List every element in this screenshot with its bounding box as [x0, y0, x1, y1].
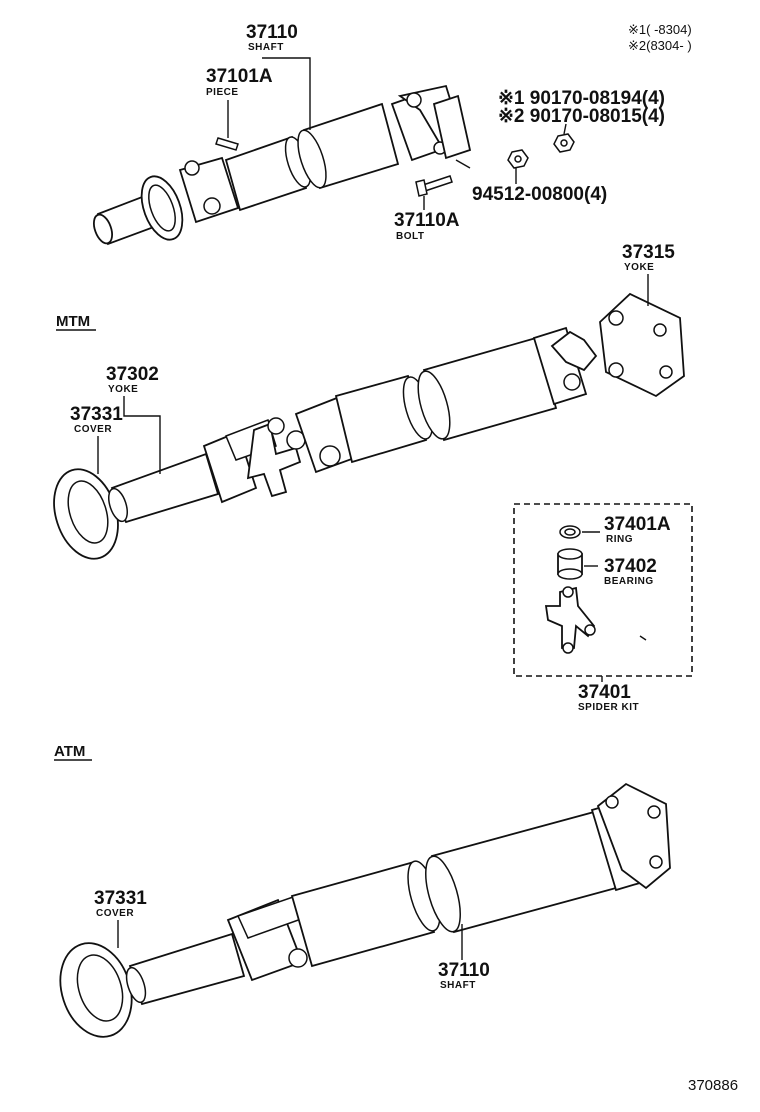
- callout-37402-name: BEARING: [604, 576, 654, 587]
- callout-37401a-number: 37401A: [604, 514, 671, 535]
- callout-yoke-left: 37302 YOKE: [106, 364, 161, 474]
- callout-37401a-name: RING: [606, 534, 633, 545]
- note-1: ※1( -8304): [628, 22, 692, 37]
- section-atm-label: ATM: [54, 743, 85, 760]
- atm-stub-shaft: [128, 932, 246, 1006]
- callout-yoke-right: 37315 YOKE: [622, 242, 675, 306]
- callout-37110-name: SHAFT: [248, 42, 284, 53]
- top-shaft-assembly: [92, 84, 472, 246]
- callout-piece: 37101A PIECE: [206, 66, 273, 138]
- callout-37401-name: SPIDER KIT: [578, 702, 639, 713]
- callout-37302-name: YOKE: [108, 384, 138, 395]
- callout-bearing: 37402 BEARING: [604, 556, 657, 587]
- callout-37110a-name: BOLT: [396, 231, 424, 242]
- spider-kit-cross: [544, 586, 596, 649]
- callout-37110a-number: 37110A: [394, 210, 460, 231]
- piece-part: [215, 137, 239, 151]
- spider-kit-box: [513, 503, 693, 677]
- mtm-shaft-assembly: [53, 292, 685, 560]
- section-mtm-label: MTM: [56, 313, 90, 330]
- callout-top-shaft: 37110 SHAFT: [246, 22, 311, 130]
- atm-shaft-assembly: [59, 782, 671, 1038]
- callout-37331-mtm-number: 37331: [70, 404, 123, 425]
- callout-cover-atm: 37331 COVER: [94, 888, 147, 948]
- callout-ring: 37401A RING: [604, 514, 671, 545]
- callout-37315-name: YOKE: [624, 262, 654, 273]
- callout-37110-atm-number: 37110: [438, 960, 490, 981]
- callout-90170-08194: ※1 90170-08194(4): [498, 88, 665, 109]
- callout-94512-00800: 94512-00800(4): [472, 184, 607, 205]
- callout-cover-mtm: 37331 COVER: [70, 404, 123, 474]
- callout-37315-number: 37315: [622, 242, 675, 263]
- callout-nuts: ※1 90170-08194(4) ※2 90170-08015(4): [498, 88, 665, 135]
- callout-37101a-number: 37101A: [206, 66, 273, 87]
- note-2: ※2(8304- ): [628, 38, 692, 53]
- callout-bolt: 37110A BOLT: [394, 196, 460, 242]
- callout-37110-number: 37110: [246, 22, 298, 43]
- mtm-front-spider: [246, 422, 302, 498]
- callout-37331-atm-name: COVER: [96, 908, 134, 919]
- top-fasteners: [415, 133, 575, 197]
- mtm-rear-spider: [550, 330, 598, 372]
- atm-tube-front: [290, 860, 436, 968]
- callout-37402-number: 37402: [604, 556, 657, 577]
- callout-washer: 94512-00800(4): [472, 168, 607, 205]
- callout-shaft-atm: 37110 SHAFT: [438, 924, 490, 991]
- mtm-flange-yoke: [599, 292, 685, 398]
- figure-id: 370886: [688, 1077, 738, 1094]
- callout-spider-kit: 37401 SPIDER KIT: [578, 676, 639, 713]
- callout-37110-atm-name: SHAFT: [440, 980, 476, 991]
- top-stub-spline-end: [92, 213, 114, 245]
- callout-37401-number: 37401: [578, 682, 631, 703]
- callout-37331-atm-number: 37331: [94, 888, 147, 909]
- top-flange: [432, 94, 472, 160]
- callout-90170-08015: ※2 90170-08015(4): [498, 106, 665, 127]
- callout-37331-mtm-name: COVER: [74, 424, 112, 435]
- callout-37302-number: 37302: [106, 364, 159, 385]
- callout-37101a-name: PIECE: [206, 87, 239, 98]
